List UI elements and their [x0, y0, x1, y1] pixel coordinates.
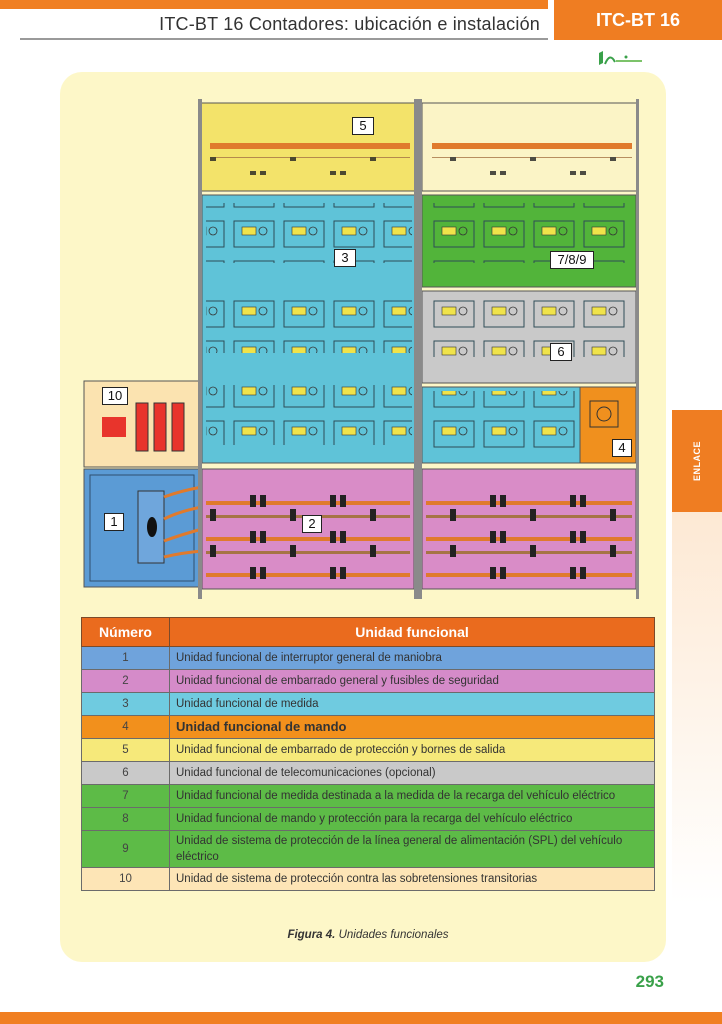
- row-number: 9: [81, 830, 170, 868]
- label-3: 3: [334, 249, 356, 267]
- row-number: 3: [81, 692, 170, 716]
- row-number: 5: [81, 738, 170, 762]
- row-description: Unidad de sistema de protección contra l…: [169, 867, 655, 891]
- label-5: 5: [352, 117, 374, 135]
- row-description: Unidad funcional de medida: [169, 692, 655, 716]
- top-accent-bar: [0, 0, 722, 9]
- row-number: 10: [81, 867, 170, 891]
- publisher-logo-icon: [599, 51, 642, 65]
- page-number: 293: [635, 972, 664, 991]
- header-rule: [20, 38, 588, 40]
- row-description: Unidad funcional de medida destinada a l…: [169, 784, 655, 808]
- row-number: 7: [81, 784, 170, 808]
- row-number: 6: [81, 761, 170, 785]
- row-description: Unidad funcional de embarrado de protecc…: [169, 738, 655, 762]
- row-description: Unidad funcional de interruptor general …: [169, 646, 655, 670]
- row-description: Unidad funcional de mando y protección p…: [169, 807, 655, 831]
- table-header-row: Número Unidad funcional: [81, 617, 655, 647]
- row-description: Unidad de sistema de protección de la lí…: [169, 830, 655, 868]
- label-10: 10: [102, 387, 128, 405]
- row-number: 2: [81, 669, 170, 693]
- label-2: 2: [302, 515, 322, 533]
- column-header-unit: Unidad funcional: [169, 617, 655, 647]
- figure-caption: Figura 4. Unidades funcionales: [81, 929, 655, 941]
- section-badge: ITC-BT 16: [548, 0, 722, 40]
- bottom-accent-bar: [0, 1012, 722, 1024]
- column-header-number: Número: [81, 617, 170, 647]
- label-6: 6: [550, 343, 572, 361]
- row-number: 1: [81, 646, 170, 670]
- row-number: 4: [81, 715, 170, 739]
- diagram-svg: [83, 99, 639, 599]
- row-description: Unidad funcional de mando: [169, 715, 655, 739]
- caption-text: Unidades funcionales: [338, 929, 449, 941]
- label-1: 1: [104, 513, 124, 531]
- side-gradient-strip: [672, 512, 722, 1002]
- page-header-title: ITC-BT 16 Contadores: ubicación e instal…: [159, 14, 540, 34]
- row-description: Unidad funcional de embarrado general y …: [169, 669, 655, 693]
- section-side-tab: ENLACE: [672, 410, 722, 512]
- row-number: 8: [81, 807, 170, 831]
- label-4: 4: [612, 439, 632, 457]
- label-789: 7/8/9: [550, 251, 594, 269]
- row-description: Unidad funcional de telecomunicaciones (…: [169, 761, 655, 785]
- functional-units-diagram: 5 3 7/8/9 6 4 10 1 2: [80, 95, 640, 605]
- caption-label: Figura 4.: [287, 929, 336, 941]
- side-tab-label: ENLACE: [691, 440, 702, 482]
